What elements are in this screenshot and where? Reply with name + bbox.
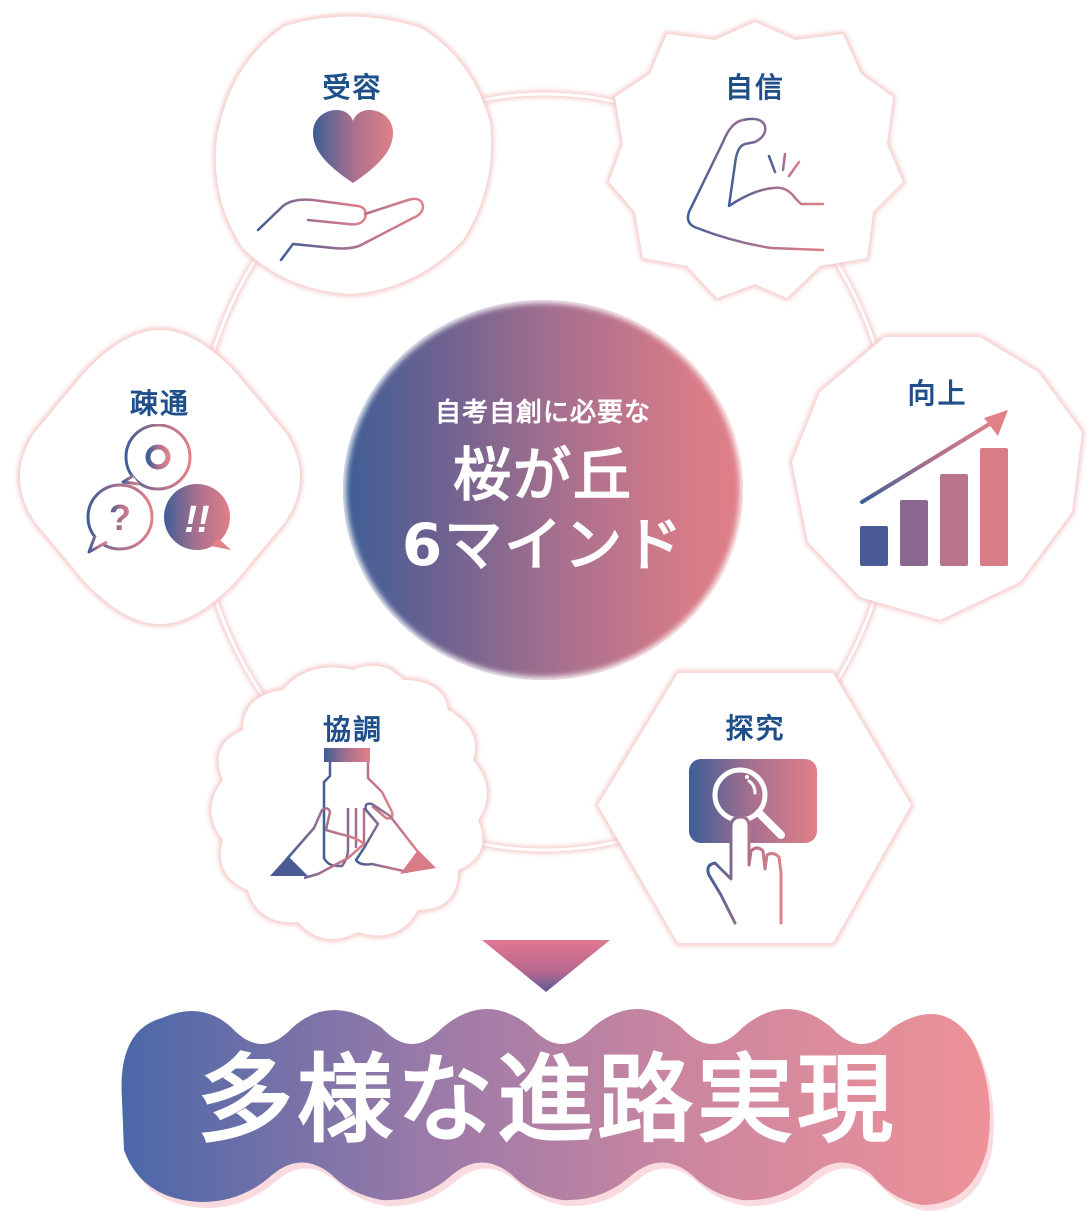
mind-node-kyouchou: 協調: [198, 660, 508, 950]
mind-label: 自信: [724, 71, 785, 104]
mind-label: 受容: [322, 71, 383, 104]
magnifier-touch-icon: [689, 759, 817, 925]
flexed-arm-icon: [686, 117, 825, 252]
mind-node-juyou: 受容: [205, 8, 500, 298]
heart-in-hand-icon: [256, 110, 425, 262]
mind-node-jishin: 自信: [605, 19, 906, 307]
svg-text:!!: !!: [184, 499, 209, 541]
center-title-line2: 6マインド: [401, 511, 685, 579]
mind-label: 疎通: [129, 387, 190, 420]
mind-node-sotsuu: 疎通 ? !!: [5, 322, 315, 632]
stacked-hands-icon: [270, 748, 436, 880]
mind-node-tankyuu: 探究: [593, 665, 918, 950]
center-title-line1: 桜が丘: [452, 441, 633, 509]
center-subtitle: 自考自創に必要な: [434, 398, 651, 428]
outcome-label: 多様な進路実現: [197, 1044, 897, 1156]
mind-label: 向上: [907, 377, 968, 410]
bar-chart-up-icon: [860, 410, 1008, 566]
mind-label: 協調: [322, 713, 383, 746]
mind-label: 探究: [725, 712, 786, 745]
down-arrow-icon: [482, 940, 610, 992]
speech-bubbles-icon: ? !!: [86, 424, 231, 554]
center-title: 桜が丘 6マインド: [343, 440, 743, 580]
outcome-banner-shape: [121, 1009, 994, 1211]
dodecagon-badge-shape: [606, 19, 906, 301]
mind-node-koujou: 向上: [789, 332, 1085, 623]
svg-text:?: ?: [109, 497, 131, 538]
center-core-circle: 自考自創に必要な 桜が丘 6マインド: [343, 300, 743, 680]
